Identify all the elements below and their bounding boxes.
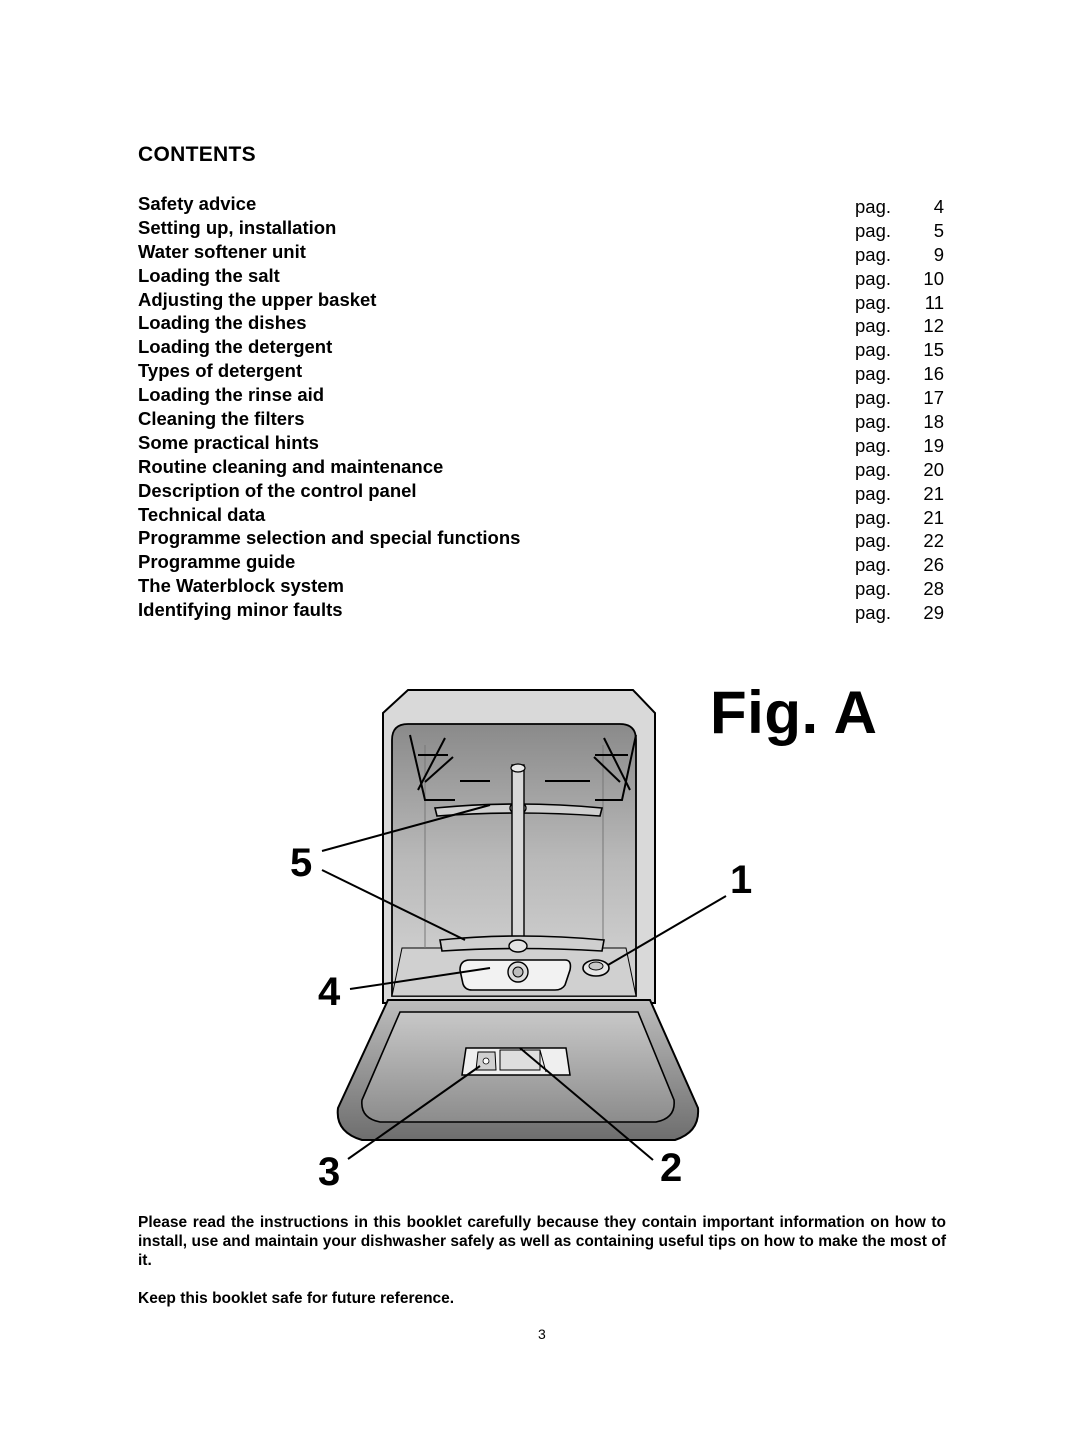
toc-entry-pag-label: pag. [855,434,892,456]
instructions-notice: Please read the instructions in this boo… [138,1214,946,1269]
toc-entry-page-number: 21 [923,506,944,528]
toc-entry-pag-label: pag. [855,554,892,576]
callout-leader-lines [321,804,727,1161]
callout-4: 4 [318,970,341,1014]
toc-entry-pag-label: pag. [855,387,892,409]
toc-entry-pag-label: pag. [855,578,892,600]
toc-entry-page-number: 28 [923,578,944,600]
upper-basket-rails [409,734,637,801]
toc-entry-title: Identifying minor faults [138,599,343,621]
toc-entry-title: Setting up, installation [138,216,337,238]
toc-entry: Water softener unit pag. 9 [138,241,944,265]
toc-entry: Identifying minor faults pag. 29 [138,599,944,623]
callout-2: 2 [660,1146,683,1190]
toc-entry-page-number: 12 [923,315,944,337]
salt-container-cap [582,959,610,977]
toc-entry: Loading the rinse aid pag. 17 [138,384,944,408]
toc-entry-title: Loading the dishes [138,312,307,334]
dishwasher-illustration [321,689,727,1161]
keep-booklet-note: Keep this booklet safe for future refere… [138,1290,455,1307]
toc-entry-page-number: 9 [933,243,944,265]
toc-entry-pag-label: pag. [855,291,892,313]
toc-entry-pag-label: pag. [855,243,892,265]
filter [459,959,572,991]
toc-entry-page-number: 19 [923,434,944,456]
toc-entry-title: Programme guide [138,551,296,573]
page-number: 3 [538,1326,546,1342]
toc-entry: Safety advice pag. 4 [138,193,944,217]
toc-entry-page-number: 20 [923,458,944,480]
toc-entry-page-number: 29 [923,602,944,624]
toc-entry-page-number: 18 [923,411,944,433]
toc-entry-pag-label: pag. [855,339,892,361]
toc-entry-page-number: 10 [923,267,944,289]
toc-entry: Description of the control panel pag. 21 [138,480,944,504]
toc-entry-page-number: 22 [923,530,944,552]
toc-entry-pag-label: pag. [855,411,892,433]
toc-entry: Programme selection and special function… [138,527,944,551]
toc-entry-pag-label: pag. [855,506,892,528]
toc-entry-title: Loading the rinse aid [138,384,325,406]
toc-entry-page-number: 11 [924,291,944,313]
toc-entry-title: Programme selection and special function… [138,527,521,549]
toc-entry: Setting up, installation pag. 5 [138,217,944,241]
toc-entry: Loading the salt pag. 10 [138,265,944,289]
detergent-dispenser [461,1047,571,1076]
toc-entry-title: Description of the control panel [138,479,417,501]
toc-entry-title: Safety advice [138,193,257,214]
toc-entry-title: Loading the detergent [138,336,333,358]
callout-5: 5 [290,841,313,885]
toc-entry-page-number: 21 [923,482,944,504]
toc-entry: Programme guide pag. 26 [138,551,944,575]
toc-entry-title: Loading the salt [138,264,280,286]
toc-entry: The Waterblock system pag. 28 [138,575,944,599]
toc-entry: Routine cleaning and maintenance pag. 20 [138,456,944,480]
lower-spray-arm [439,935,605,953]
toc-entry-page-number: 17 [923,387,944,409]
toc-entry-page-number: 4 [933,196,944,217]
toc-entry-page-number: 15 [923,339,944,361]
toc-entry-pag-label: pag. [855,219,892,241]
toc-entry-title: Cleaning the filters [138,408,305,430]
figure-title: Fig. A [710,679,878,746]
callout-3: 3 [318,1150,341,1194]
toc-entry-pag-label: pag. [855,315,892,337]
water-supply-pipe [510,763,526,946]
toc-entry: Adjusting the upper basket pag. 11 [138,289,944,313]
toc-entry-title: Routine cleaning and maintenance [138,455,444,477]
toc-entry-pag-label: pag. [855,530,892,552]
callout-1: 1 [730,858,753,902]
toc-entry-page-number: 26 [923,554,944,576]
toc-entry: Types of detergent pag. 16 [138,360,944,384]
toc-entry-title: Types of detergent [138,360,303,382]
contents-heading: CONTENTS [138,143,256,166]
toc-entry-page-number: 5 [933,219,944,241]
toc-entry-title: Water softener unit [138,240,306,262]
toc-entry: Technical data pag. 21 [138,504,944,528]
toc-entry-page-number: 16 [923,363,944,385]
toc-entry-pag-label: pag. [855,458,892,480]
toc-entry: Some practical hints pag. 19 [138,432,944,456]
toc-entry-title: Technical data [138,503,266,525]
toc-entry: Cleaning the filters pag. 18 [138,408,944,432]
toc-entry-pag-label: pag. [855,267,892,289]
toc-entry-pag-label: pag. [855,363,892,385]
toc-entry-title: The Waterblock system [138,575,344,597]
toc-entry-title: Adjusting the upper basket [138,288,377,310]
toc-entry-pag-label: pag. [855,196,892,217]
toc-entry: Loading the detergent pag. 15 [138,336,944,360]
toc-entry-pag-label: pag. [855,482,892,504]
toc-entry: Loading the dishes pag. 12 [138,312,944,336]
toc-entry-title: Some practical hints [138,431,319,453]
toc-entry-pag-label: pag. [855,602,892,624]
